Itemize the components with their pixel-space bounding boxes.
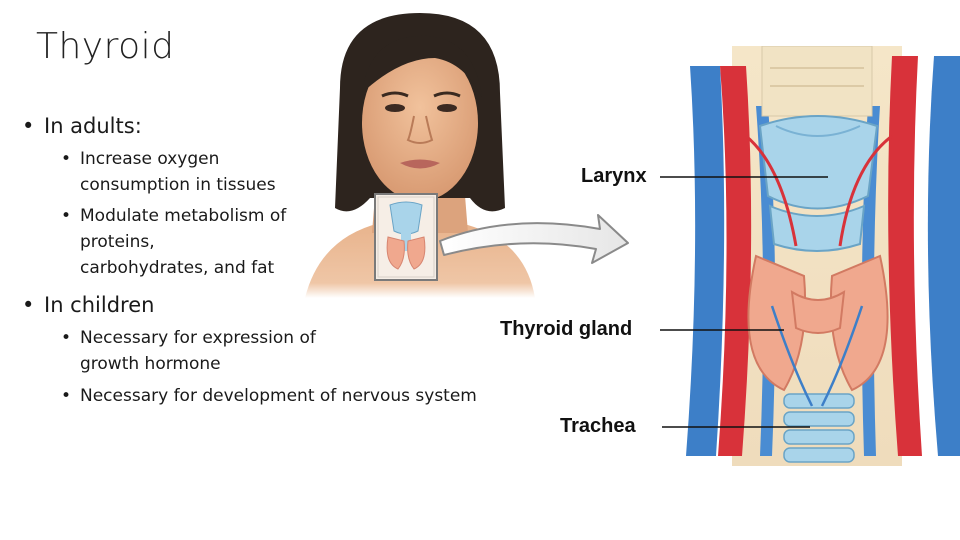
item-metabolism-line2: proteins, bbox=[80, 232, 155, 252]
bullet-dot: • bbox=[22, 114, 35, 138]
leader-line-larynx bbox=[660, 176, 828, 178]
bullet-dot: • bbox=[61, 149, 72, 169]
neck-anatomy-image bbox=[686, 46, 960, 466]
label-thyroid-gland: Thyroid gland bbox=[500, 318, 633, 340]
bullet-dot: • bbox=[61, 328, 72, 348]
thyroid-inset-image bbox=[374, 193, 438, 281]
label-trachea: Trachea bbox=[560, 415, 636, 437]
leader-line-trachea bbox=[662, 426, 810, 428]
woman-portrait-image bbox=[305, 13, 535, 298]
heading-in-adults: In adults: bbox=[44, 114, 142, 138]
label-larynx: Larynx bbox=[581, 165, 647, 187]
item-growth-line2: growth hormone bbox=[80, 354, 221, 374]
bullet-in-adults: • In adults: bbox=[22, 114, 142, 138]
bullet-in-children: • In children bbox=[22, 293, 155, 317]
pointer-arrow-icon bbox=[439, 214, 629, 264]
bullet-dot: • bbox=[61, 386, 72, 406]
bullet-metabolism: • Modulate metabolism of bbox=[61, 204, 287, 229]
leader-line-thyroid bbox=[660, 329, 784, 331]
bullet-oxygen: • Increase oxygen bbox=[61, 147, 220, 172]
heading-in-children: In children bbox=[44, 293, 155, 317]
item-metabolism-line1: Modulate metabolism of bbox=[80, 206, 287, 226]
item-metabolism-line3: carbohydrates, and fat bbox=[80, 258, 275, 278]
bullet-nervous: • Necessary for development of nervous s… bbox=[61, 384, 477, 409]
item-oxygen-line2: consumption in tissues bbox=[80, 175, 276, 195]
bullet-dot: • bbox=[22, 293, 35, 317]
slide-title: Thyroid bbox=[36, 26, 175, 67]
item-nervous: Necessary for development of nervous sys… bbox=[80, 386, 477, 406]
item-oxygen-line1: Increase oxygen bbox=[80, 149, 220, 169]
item-growth-line1: Necessary for expression of bbox=[80, 328, 316, 348]
bullet-dot: • bbox=[61, 206, 72, 226]
bullet-growth: • Necessary for expression of bbox=[61, 326, 316, 351]
